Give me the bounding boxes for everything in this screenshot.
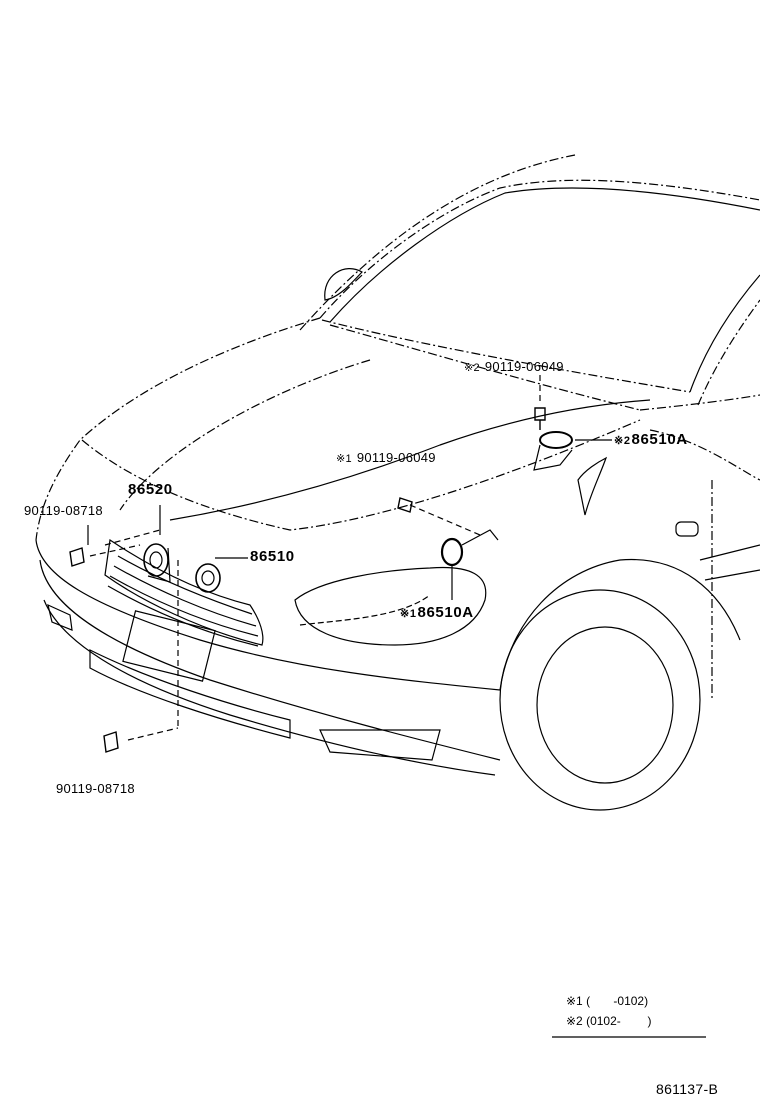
grille-bar-1 [117, 555, 253, 615]
callout-mark: ※2 [614, 435, 631, 447]
horn-86520-shape [143, 543, 171, 583]
callout-horn-right-lower: ※186510A [400, 604, 474, 621]
legend-mark-2: ※2 [566, 1014, 583, 1028]
callout-horn-left-low: 86520 [128, 481, 173, 498]
leader-bolt-left [89, 544, 141, 557]
leader-bolt-bottom [127, 727, 179, 741]
headlamp-inner [299, 594, 431, 626]
a-pillar [689, 274, 760, 393]
callout-bolt-top: ※2 90119-06049 [464, 360, 564, 375]
legend-row-2: ※2 (0102- ) [566, 1014, 651, 1028]
hood-crease-left [119, 359, 371, 511]
grille-frame [104, 538, 264, 646]
rim [536, 626, 674, 784]
hood-front [81, 419, 641, 531]
legend-mark-1: ※1 [566, 994, 583, 1008]
side-body [649, 429, 760, 481]
bolt-mid-shape [397, 497, 413, 513]
bumper-top [35, 539, 501, 691]
side-line-2 [704, 569, 760, 581]
windshield-bottom [321, 319, 691, 393]
callout-horn-center: 86510 [250, 548, 295, 565]
windshield-outline [319, 179, 760, 319]
side-line-1 [699, 544, 760, 561]
part-number: 86510A [631, 431, 688, 448]
headlamp [294, 566, 487, 646]
fog-right [319, 729, 441, 761]
part-number: 90119-06049 [484, 359, 564, 374]
legend-range-1: ( -0102) [586, 994, 649, 1008]
roof-line [299, 154, 576, 331]
callout-mark: ※2 [464, 362, 480, 374]
bumper-face [39, 559, 501, 761]
leader-bolt-mid [409, 504, 481, 536]
fog-left [47, 603, 73, 631]
bolt-left-shape [69, 547, 85, 567]
a-pillar-2 [697, 299, 760, 406]
legend-row-1: ※1 ( -0102) [566, 994, 648, 1008]
callout-bolt-left: 90119-08718 [24, 504, 103, 518]
air-dam [89, 649, 291, 739]
fender-top [639, 394, 760, 411]
callout-bolt-bottom: 90119-08718 [56, 782, 135, 796]
horn-86510-shape [195, 563, 221, 593]
part-number: 86510A [417, 604, 474, 621]
grille-bar-2 [113, 565, 257, 627]
grille-bar-4 [107, 585, 259, 647]
part-number: 90119-06049 [356, 450, 436, 465]
hood-crease-right [329, 324, 641, 411]
side-marker [675, 521, 699, 537]
bolt-top-shape [534, 407, 546, 430]
callout-mark: ※1 [336, 453, 352, 465]
legend-range-2: (0102- ) [586, 1014, 652, 1028]
grille-bar-3 [109, 575, 259, 637]
callout-horn-right-upper: ※286510A [614, 431, 688, 448]
callout-bolt-mid: ※1 90119-06049 [336, 451, 436, 466]
hood-edge-left [35, 317, 321, 541]
part-number: 90119-08718 [24, 503, 103, 518]
drawing-id: 861137-B [656, 1081, 719, 1097]
horn-86510A-upper-shape [533, 431, 573, 471]
tire [499, 589, 701, 811]
hood-lip [169, 399, 651, 521]
license-plate [122, 610, 216, 682]
windshield-inner [329, 187, 760, 323]
part-number: 86510 [250, 548, 295, 565]
fender-vent [577, 456, 608, 516]
bumper-lower [43, 599, 496, 776]
callout-mark: ※1 [400, 608, 417, 620]
part-number: 90119-08718 [56, 781, 135, 796]
part-number: 86520 [128, 481, 173, 498]
bolt-bottom-shape [103, 731, 119, 753]
wheel-arch [499, 558, 741, 691]
side-mirror [324, 268, 363, 301]
horn-86510A-lower-shape [440, 529, 499, 567]
